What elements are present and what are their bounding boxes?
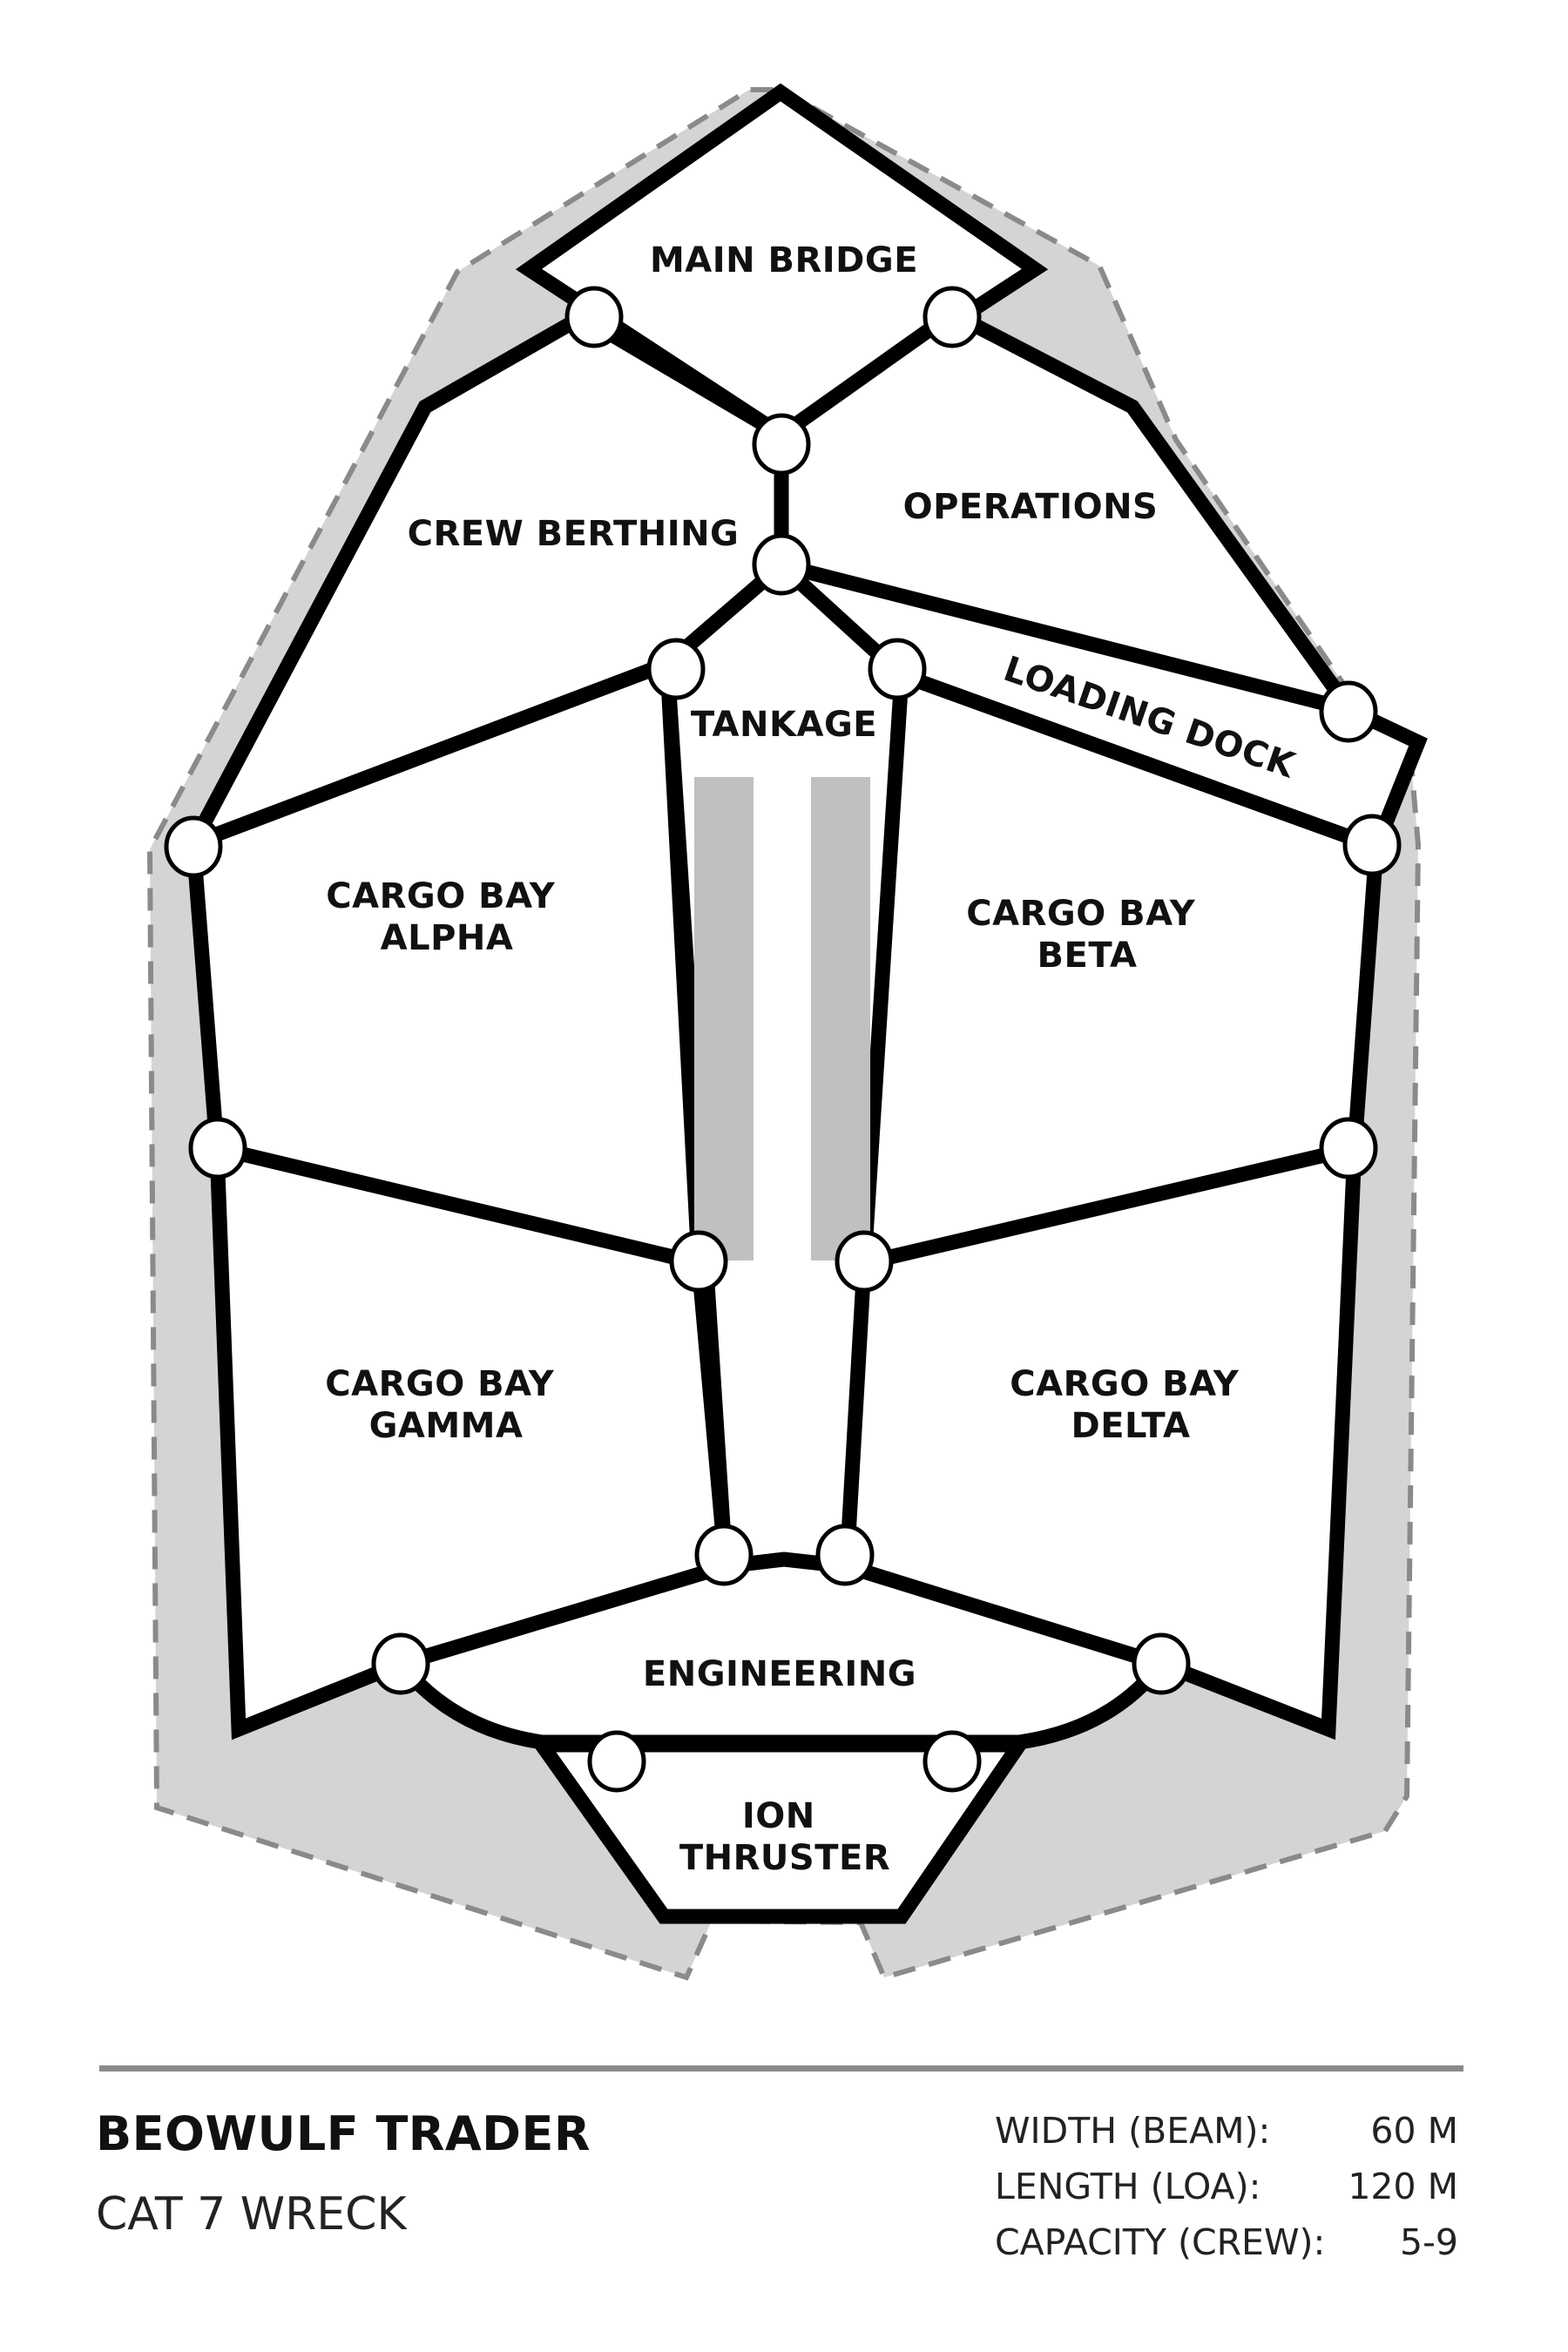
- ship-class: CAT 7 WRECK: [96, 2188, 407, 2240]
- footer-divider: [99, 2065, 1463, 2072]
- door-beta-delta[interactable]: [1319, 1117, 1378, 1179]
- spec-table: WIDTH (BEAM): 60 M LENGTH (LOA): 120 M C…: [995, 2110, 1458, 2277]
- spec-value: 60 M: [1370, 2110, 1458, 2152]
- label-operations: OPERATIONS: [903, 487, 1159, 527]
- label-cargo-bay-gamma-line1: CARGO BAY: [325, 1364, 554, 1404]
- spec-row-capacity: CAPACITY (CREW): 5-9: [995, 2221, 1458, 2277]
- label-cargo-bay-delta-line1: CARGO BAY: [1010, 1364, 1239, 1404]
- label-cargo-bay-gamma-line2: GAMMA: [369, 1406, 524, 1446]
- door-thruster-left[interactable]: [587, 1730, 646, 1793]
- spec-row-width: WIDTH (BEAM): 60 M: [995, 2110, 1458, 2166]
- label-ion-thruster: ION THRUSTER: [679, 1796, 890, 1878]
- door-tankage-right[interactable]: [868, 638, 927, 700]
- spec-label: WIDTH (BEAM):: [995, 2110, 1271, 2152]
- door-engineering-left[interactable]: [694, 1524, 754, 1586]
- door-alpha-gamma[interactable]: [188, 1117, 247, 1179]
- door-thruster-right[interactable]: [923, 1730, 982, 1793]
- room-cargo-bay-delta[interactable]: [839, 1139, 1362, 1740]
- door-alpha-hull[interactable]: [164, 815, 223, 878]
- label-ion-thruster-line2: THRUSTER: [679, 1838, 890, 1878]
- label-cargo-bay-alpha-line1: CARGO BAY: [326, 876, 555, 916]
- label-cargo-bay-beta-line1: CARGO BAY: [966, 894, 1195, 934]
- door-gamma-engineering[interactable]: [371, 1632, 430, 1695]
- label-tankage: TANKAGE: [691, 705, 877, 745]
- tank-pillar-right: [811, 777, 870, 1260]
- spec-row-length: LENGTH (LOA): 120 M: [995, 2166, 1458, 2221]
- door-loading-dock-lower[interactable]: [1342, 814, 1402, 876]
- label-cargo-bay-alpha-line2: ALPHA: [381, 918, 514, 958]
- spec-label: CAPACITY (CREW):: [995, 2221, 1326, 2263]
- ship-name: BEOWULF TRADER: [96, 2106, 591, 2161]
- label-cargo-bay-beta-line2: BETA: [1037, 936, 1138, 976]
- door-bridge-berthing[interactable]: [564, 286, 624, 348]
- door-loading-dock-upper[interactable]: [1319, 680, 1378, 743]
- label-cargo-bay-gamma: CARGO BAY GAMMA: [325, 1364, 566, 1446]
- spec-value: 120 M: [1348, 2166, 1458, 2207]
- label-cargo-bay-delta: CARGO BAY DELTA: [1010, 1364, 1251, 1446]
- spec-value: 5-9: [1400, 2221, 1458, 2263]
- spec-label: LENGTH (LOA):: [995, 2166, 1261, 2207]
- door-alpha-tankage[interactable]: [669, 1230, 728, 1293]
- door-bridge-operations[interactable]: [923, 286, 982, 348]
- door-tankage-left[interactable]: [646, 638, 706, 700]
- label-cargo-bay-delta-line2: DELTA: [1071, 1406, 1190, 1446]
- door-beta-tankage[interactable]: [835, 1230, 894, 1293]
- label-main-bridge: MAIN BRIDGE: [650, 240, 918, 280]
- door-hub[interactable]: [752, 533, 811, 596]
- door-nodes: [164, 286, 1402, 1793]
- label-ion-thruster-line1: ION: [742, 1796, 815, 1836]
- door-bridge-corridor[interactable]: [752, 413, 811, 476]
- label-cargo-bay-beta: CARGO BAY BETA: [966, 894, 1207, 976]
- room-ion-thruster[interactable]: [527, 1737, 1034, 1924]
- label-crew-berthing: CREW BERTHING: [408, 514, 740, 554]
- door-delta-engineering[interactable]: [1132, 1632, 1191, 1695]
- label-cargo-bay-alpha: CARGO BAY ALPHA: [326, 876, 567, 958]
- door-engineering-right[interactable]: [815, 1524, 875, 1586]
- label-engineering: ENGINEERING: [643, 1654, 916, 1694]
- tank-pillar-left: [694, 777, 754, 1260]
